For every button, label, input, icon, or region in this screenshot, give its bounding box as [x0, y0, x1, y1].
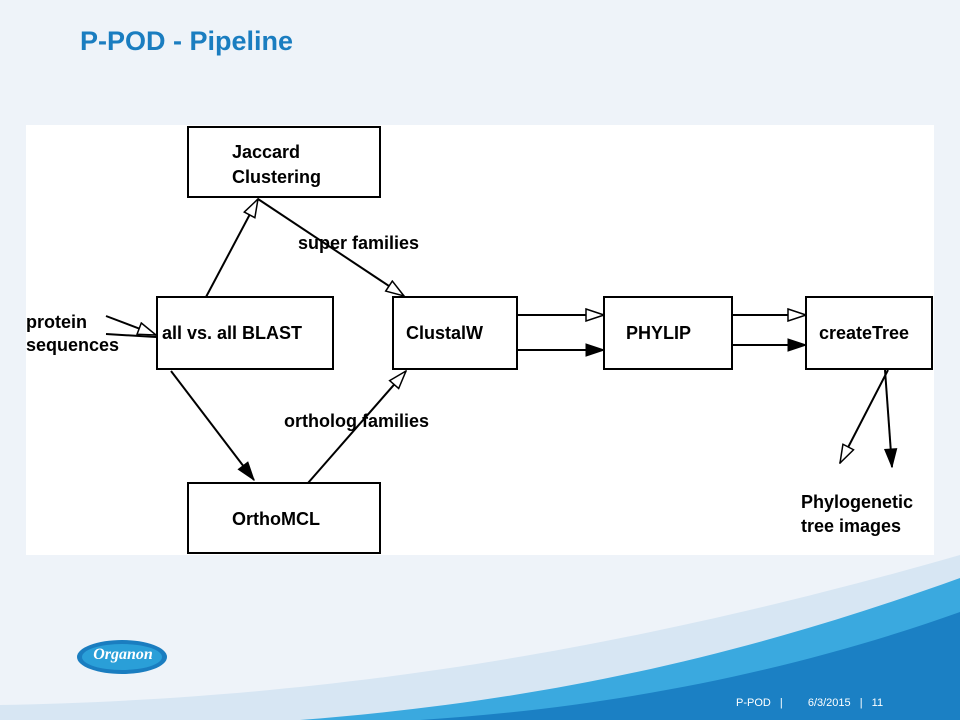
footer-date: 6/3/2015: [807, 697, 851, 709]
edge-blast-to-orthomcl: [170, 370, 254, 480]
node-blast-label: all vs. all BLAST: [162, 323, 302, 343]
output-label-1: Phylogenetic: [801, 492, 913, 512]
slide-title: P-POD - Pipeline: [80, 26, 294, 56]
node-jaccard: Jaccard Clustering: [187, 126, 381, 198]
node-phylip: PHYLIP: [603, 296, 733, 370]
pipeline-diagram: Jaccard Clustering all vs. all BLAST Clu…: [26, 126, 933, 554]
ortholog-families-label: ortholog families: [284, 411, 429, 431]
node-orthomcl: OrthoMCL: [187, 482, 381, 554]
edge-createtree-to-output-filled: [885, 369, 892, 467]
footer-separator-2: |: [859, 697, 863, 709]
organon-logo: [77, 640, 167, 674]
node-clustalw: ClustalW: [392, 296, 518, 370]
node-jaccard-label-1: Jaccard: [232, 142, 300, 162]
node-createtree: createTree: [805, 296, 933, 370]
node-jaccard-label-2: Clustering: [232, 167, 321, 187]
edge-blast-to-jaccard: [205, 199, 258, 298]
node-blast: all vs. all BLAST: [156, 296, 334, 370]
footer-separator-1: |: [779, 697, 783, 709]
input-label-1: protein: [26, 312, 87, 332]
slide-footer: P-POD | 6/3/2015 | 11: [736, 697, 889, 709]
footer-name: P-POD: [736, 697, 771, 709]
node-orthomcl-label: OrthoMCL: [232, 509, 320, 529]
node-phylip-label: PHYLIP: [626, 323, 691, 343]
node-createtree-label: createTree: [819, 323, 909, 343]
node-clustalw-label: ClustalW: [406, 323, 483, 343]
edge-jaccard-to-clustalw: [257, 198, 404, 296]
edge-orthomcl-to-clustalw: [307, 371, 406, 484]
diagram-panel: Jaccard Clustering all vs. all BLAST Clu…: [26, 125, 934, 555]
input-label-2: sequences: [26, 335, 119, 355]
edge-input-to-blast-2: [105, 333, 157, 338]
organon-logo-text: Organon: [93, 646, 153, 663]
edge-input-to-blast-1: [105, 315, 156, 336]
super-families-label: super families: [298, 233, 419, 253]
edge-createtree-to-output-open: [840, 369, 889, 463]
output-label-2: tree images: [801, 516, 901, 536]
footer-page-number: 11: [871, 697, 884, 709]
